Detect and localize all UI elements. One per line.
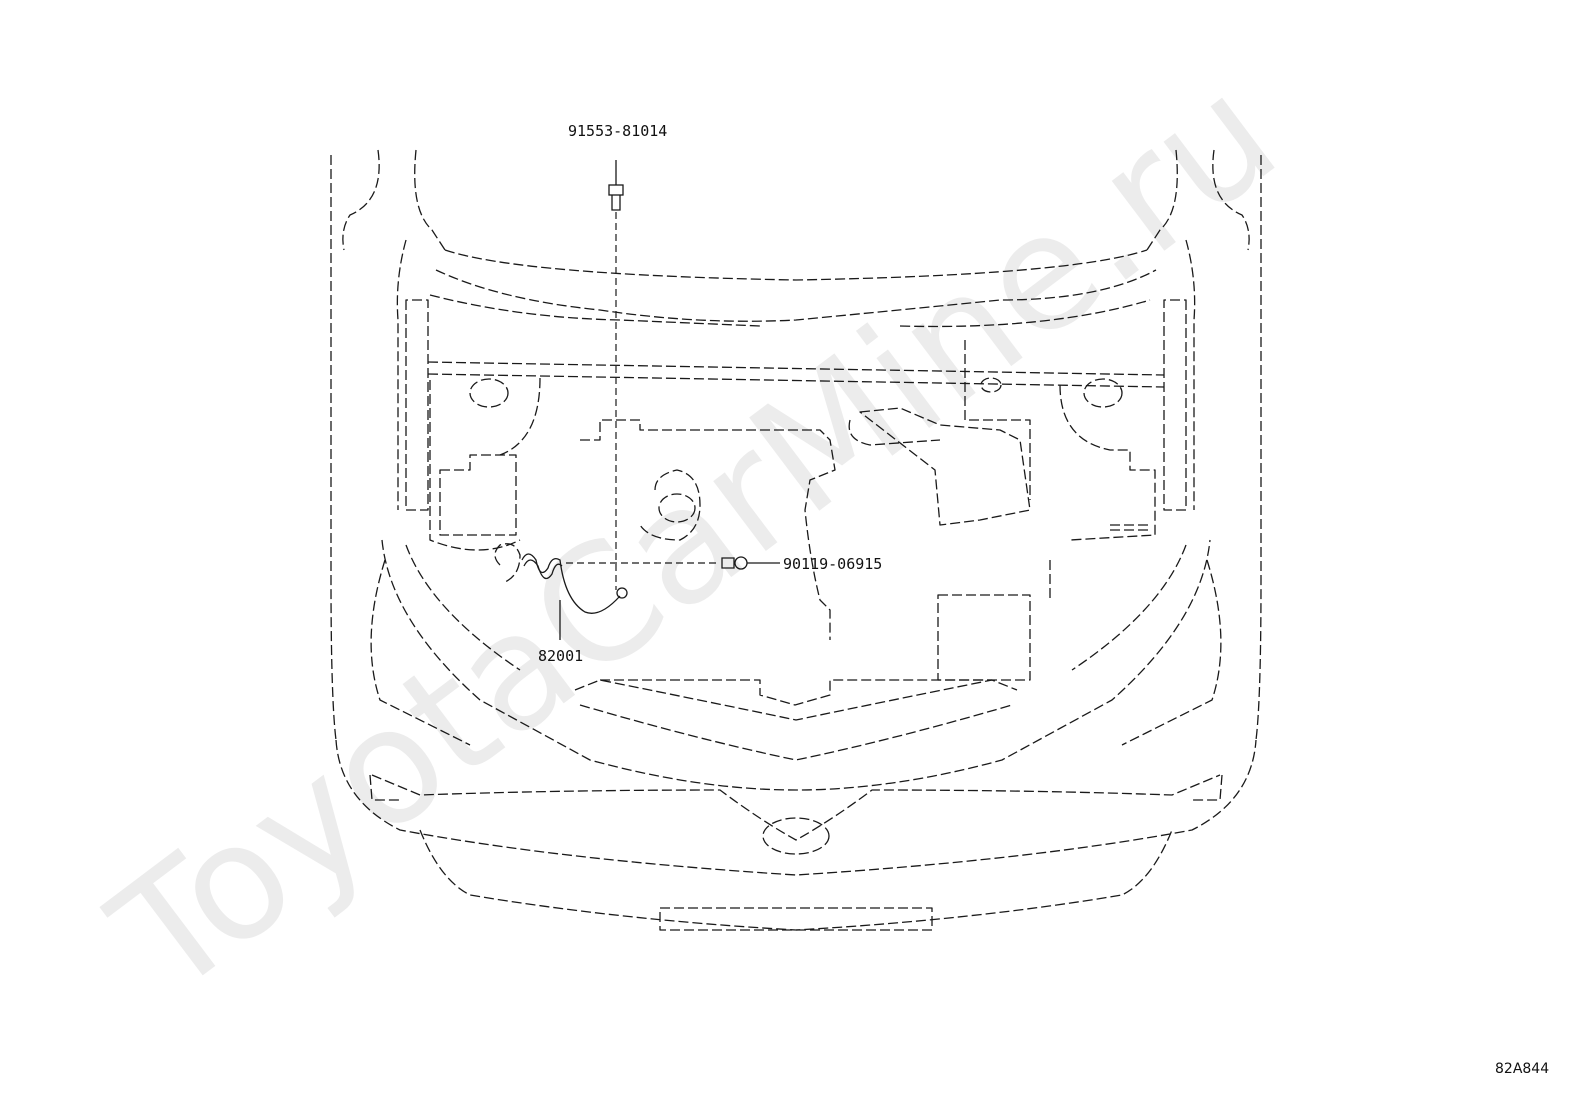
- screw-icon: [608, 160, 624, 211]
- diagram-code: 82A844: [1495, 1061, 1549, 1077]
- part-label-90119-06915: 90119-06915: [783, 555, 882, 573]
- vehicle-front-outline: [330, 149, 1262, 931]
- part-label-91553-81014: 91553-81014: [568, 122, 667, 140]
- ground-wire-shape: [521, 553, 621, 614]
- bolt-icon: [721, 556, 780, 570]
- part-label-82001: 82001: [538, 647, 583, 665]
- watermark: ToyotaCarMine.ru: [80, 40, 1310, 1031]
